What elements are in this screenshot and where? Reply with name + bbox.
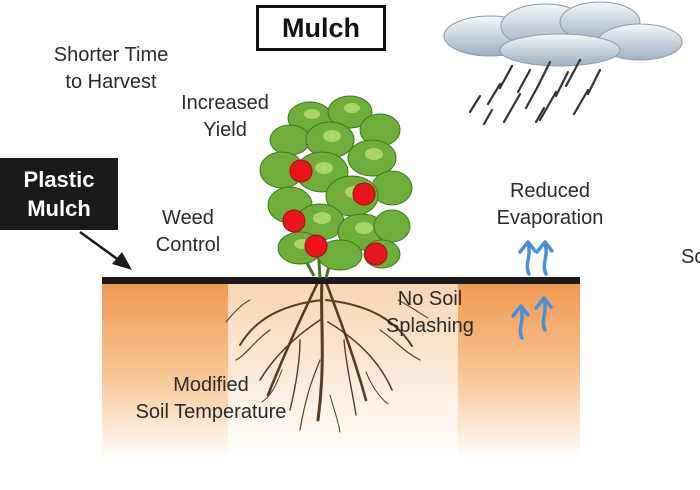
label-no-soil-splashing: No Soil Splashing: [372, 286, 488, 340]
label-increased-yield: Increased Yield: [162, 90, 288, 144]
label-weed-line-2: Control: [155, 234, 221, 256]
diagram-title: Mulch: [256, 5, 386, 51]
label-weed-control: Weed Control: [140, 205, 236, 259]
mulch-film: [102, 277, 580, 284]
label-splashing-line-2: Splashing: [386, 315, 474, 337]
label-yield-line-1: Increased: [181, 92, 269, 114]
plastic-mulch-tag: Plastic Mulch: [0, 158, 118, 230]
label-modified-soil-temperature: Modified Soil Temperature: [118, 372, 304, 426]
label-harvest-line-2: to Harvest: [65, 71, 157, 93]
label-temperature-line-2: Soil Temperature: [135, 401, 287, 423]
tag-line-2: Mulch: [27, 196, 91, 221]
label-harvest-line-1: Shorter Time: [53, 44, 169, 66]
label-cut-off-right: Sc: [681, 246, 700, 268]
pointer-arrow-icon: [79, 230, 132, 270]
upward-arrow-icon: [511, 240, 554, 340]
tag-line-1: Plastic: [23, 167, 95, 192]
label-evaporation-line-2: Evaporation: [496, 207, 604, 229]
rain-cloud-icon: [443, 1, 683, 126]
label-temperature-line-1: Modified: [173, 374, 249, 396]
label-shorter-time-to-harvest: Shorter Time to Harvest: [36, 42, 186, 96]
label-yield-line-2: Yield: [203, 119, 247, 141]
label-reduced-evaporation: Reduced Evaporation: [480, 178, 620, 232]
label-evaporation-line-1: Reduced: [509, 180, 591, 202]
label-weed-line-1: Weed: [162, 207, 214, 229]
root-system-icon: [225, 278, 429, 433]
plant-icon: [259, 95, 413, 279]
label-splashing-line-1: No Soil: [397, 288, 463, 310]
